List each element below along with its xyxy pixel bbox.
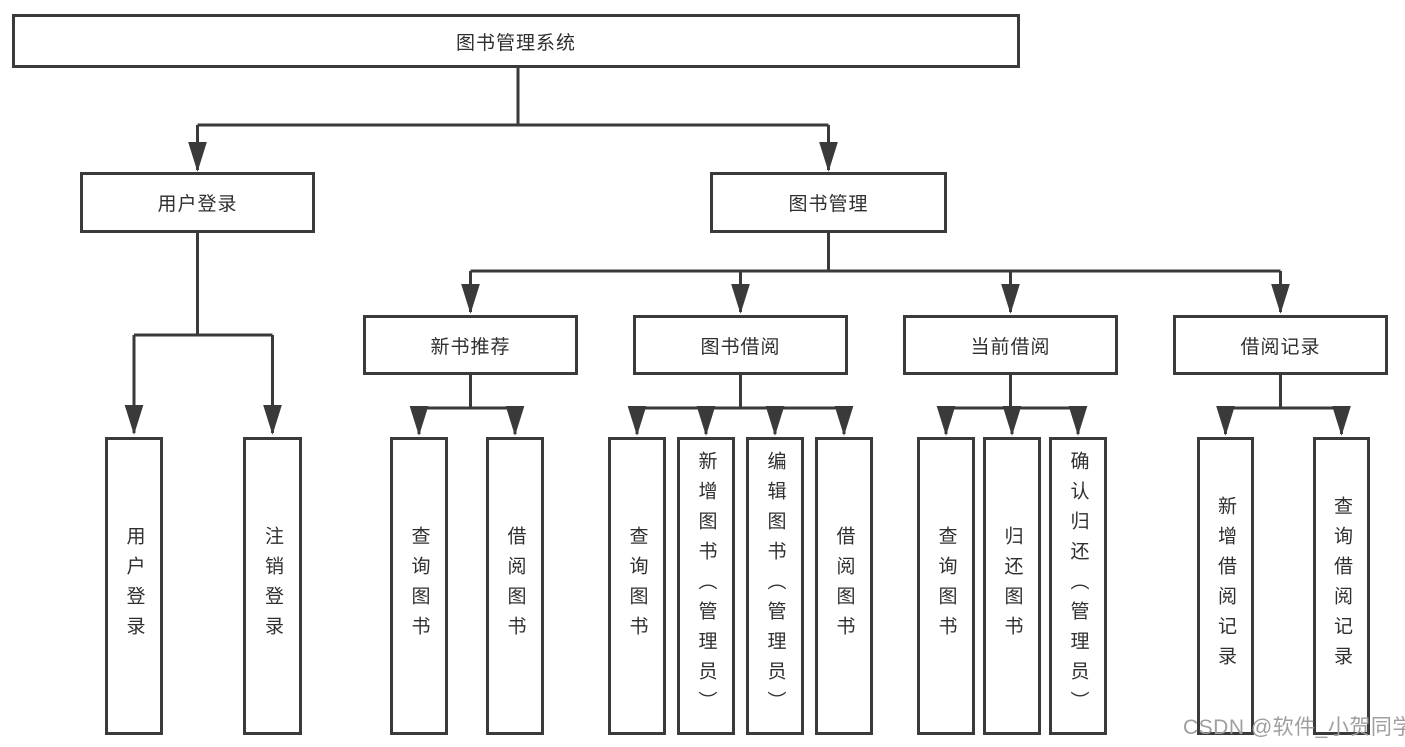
node-borrow-records-label: 借阅记录 bbox=[1240, 336, 1321, 358]
leaf-query-book-borrow: 查询图书 bbox=[608, 437, 666, 735]
leaf-return-book: 归还图书 bbox=[983, 437, 1041, 735]
leaf-query-book-current: 查询图书 bbox=[917, 437, 975, 735]
leaf-confirm-return-admin-label: 确认归还（管理员） bbox=[1067, 451, 1089, 721]
leaf-borrow-book-rec: 借阅图书 bbox=[486, 437, 544, 735]
leaf-borrow-book-label: 借阅图书 bbox=[833, 526, 855, 646]
leaf-add-book-admin: 新增图书（管理员） bbox=[677, 437, 735, 735]
connector-current-borrow-to-leaves bbox=[936, 375, 1088, 436]
leaf-query-book-borrow-label: 查询图书 bbox=[626, 526, 648, 646]
node-root-system: 图书管理系统 bbox=[12, 14, 1020, 68]
leaf-user-login: 用户登录 bbox=[105, 437, 163, 735]
leaf-query-book-current-label: 查询图书 bbox=[935, 526, 957, 646]
leaf-query-borrow-record-label: 查询借阅记录 bbox=[1331, 496, 1352, 676]
leaf-borrow-book-rec-label: 借阅图书 bbox=[504, 526, 526, 646]
node-current-borrowing: 当前借阅 bbox=[903, 315, 1118, 375]
node-user-login: 用户登录 bbox=[80, 172, 315, 233]
csdn-watermark: CSDN @软件_小贺同学 bbox=[1183, 716, 1405, 739]
connector-book-mgmt-to-level3 bbox=[461, 233, 1290, 314]
leaf-add-borrow-record: 新增借阅记录 bbox=[1197, 437, 1254, 735]
node-new-book-recommend-label: 新书推荐 bbox=[430, 336, 511, 358]
node-book-borrowing: 图书借阅 bbox=[633, 315, 848, 375]
leaf-query-book-rec: 查询图书 bbox=[390, 437, 448, 735]
node-book-management-label: 图书管理 bbox=[788, 194, 869, 215]
leaf-return-book-label: 归还图书 bbox=[1001, 526, 1023, 646]
leaf-borrow-book: 借阅图书 bbox=[815, 437, 873, 735]
connector-user-login-to-leaves bbox=[124, 233, 282, 435]
leaf-query-book-rec-label: 查询图书 bbox=[408, 526, 430, 646]
connector-root-to-level2 bbox=[188, 68, 838, 172]
node-borrow-records: 借阅记录 bbox=[1173, 315, 1388, 375]
node-new-book-recommend: 新书推荐 bbox=[363, 315, 578, 375]
leaf-edit-book-admin-label: 编辑图书（管理员） bbox=[764, 451, 786, 721]
leaf-user-login-label: 用户登录 bbox=[123, 526, 145, 646]
leaf-add-book-admin-label: 新增图书（管理员） bbox=[695, 451, 717, 721]
leaf-add-borrow-record-label: 新增借阅记录 bbox=[1215, 496, 1236, 676]
leaf-logout-label: 注销登录 bbox=[262, 526, 283, 646]
connector-new-book-rec-to-leaves bbox=[409, 375, 525, 436]
connector-book-borrow-to-leaves bbox=[627, 375, 854, 436]
leaf-query-borrow-record: 查询借阅记录 bbox=[1313, 437, 1370, 735]
node-user-login-label: 用户登录 bbox=[157, 194, 238, 215]
leaf-logout: 注销登录 bbox=[243, 437, 302, 735]
node-root-label: 图书管理系统 bbox=[455, 32, 576, 54]
node-book-management: 图书管理 bbox=[710, 172, 947, 233]
node-book-borrowing-label: 图书借阅 bbox=[700, 336, 781, 358]
node-current-borrowing-label: 当前借阅 bbox=[970, 336, 1051, 358]
connector-borrow-records-to-leaves bbox=[1216, 375, 1351, 436]
leaf-confirm-return-admin: 确认归还（管理员） bbox=[1049, 437, 1107, 735]
leaf-edit-book-admin: 编辑图书（管理员） bbox=[746, 437, 804, 735]
